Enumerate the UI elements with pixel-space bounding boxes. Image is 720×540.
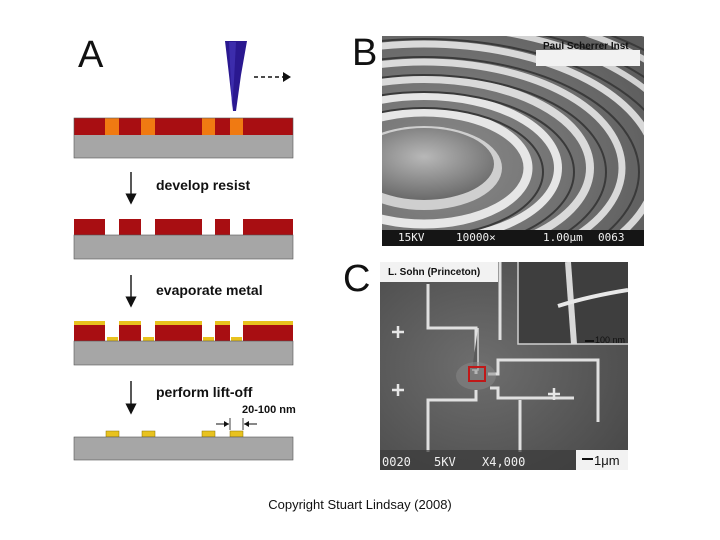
metal-deposit (203, 337, 214, 341)
metal-deposit (143, 337, 154, 341)
exposed-region (202, 118, 215, 135)
dimension-indicator (216, 418, 257, 430)
substrate (74, 437, 293, 460)
panel-b-letter: B (352, 32, 378, 74)
metal-film (155, 321, 202, 325)
metal-deposit (231, 337, 242, 341)
substrate (74, 135, 293, 158)
panel-b-voltage: 15KV (398, 231, 425, 244)
lithography-process-diagram (73, 41, 294, 461)
panel-c-voltage: 5KV (434, 455, 456, 469)
copyright-text: Copyright Stuart Lindsay (2008) (268, 497, 452, 512)
stage-exposed-resist (73, 117, 294, 159)
panel-b-credit: Paul Scherrer Inst (543, 41, 629, 52)
substrate (74, 235, 293, 259)
dimension-label: 20-100 nm (242, 404, 296, 416)
metal-deposit (107, 337, 118, 341)
panel-b-frame: 0063 (598, 231, 625, 244)
metal-film (119, 321, 141, 325)
panel-c-inset-scale: 100 nm (595, 335, 626, 345)
substrate (74, 341, 293, 365)
panel-b-scale: 1.00μm (543, 231, 583, 244)
metal-wire (105, 430, 120, 438)
metal-wire (229, 430, 244, 438)
exposed-region (230, 118, 243, 135)
metal-wire (141, 430, 156, 438)
metal-wire (201, 430, 216, 438)
panel-c-frame: 0020 (382, 455, 411, 469)
exposed-region (141, 118, 155, 135)
panel-c-credit: L. Sohn (Princeton) (388, 267, 481, 278)
metal-film (215, 321, 230, 325)
panel-c-magnification: X4,000 (482, 455, 526, 469)
panel-a-letter: A (78, 34, 104, 76)
sem-image-nanowire-device (380, 262, 628, 470)
probe-tip (225, 41, 247, 111)
panel-c-letter: C (343, 258, 371, 300)
inset-region-marker (468, 366, 486, 382)
metal-film (243, 321, 293, 325)
stage-developed-resist (73, 219, 294, 260)
stage-evaporated-metal (73, 321, 294, 366)
exposed-region (105, 118, 119, 135)
stage-lift-off (73, 430, 294, 461)
panel-b-magnification: 10000× (456, 231, 496, 244)
step-label-evaporate: evaporate metal (156, 282, 263, 298)
step-label-develop: develop resist (156, 177, 251, 193)
metal-film (74, 321, 105, 325)
panel-c-scale: 1μm (594, 453, 620, 468)
step-label-liftoff: perform lift-off (156, 384, 253, 400)
sem-image-zone-plate (382, 36, 644, 246)
